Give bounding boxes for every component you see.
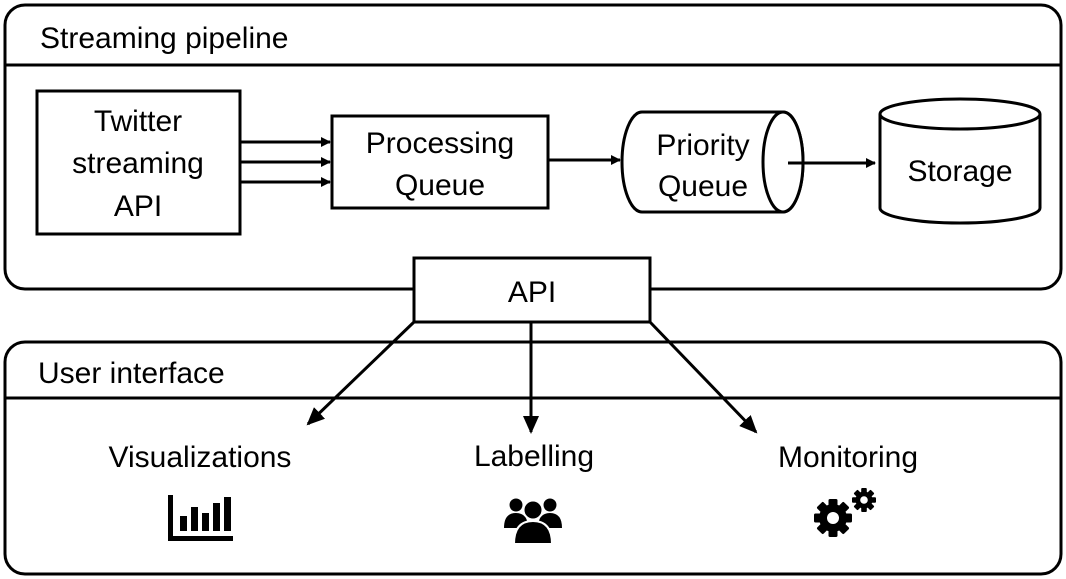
users-group-icon	[504, 498, 562, 545]
visualizations-label: Visualizations	[109, 441, 292, 474]
priority-queue-line-2: Queue	[658, 170, 748, 203]
arrow-api-to-visualizations	[306, 320, 416, 426]
priority-queue-node: Priority Queue	[620, 110, 805, 214]
api-label: API	[508, 276, 556, 309]
labelling-label: Labelling	[474, 440, 594, 473]
twitter-api-line-1: Twitter	[94, 105, 182, 138]
storage-label: Storage	[907, 155, 1012, 188]
processing-queue-box	[330, 114, 550, 210]
user-interface-frame	[3, 340, 1063, 576]
bar-chart-icon	[168, 495, 233, 541]
twitter-api-line-2: streaming	[72, 147, 204, 180]
processing-queue-node: Processing Queue	[330, 114, 550, 210]
monitoring-label: Monitoring	[778, 441, 918, 474]
api-box	[412, 256, 652, 324]
processing-queue-line-2: Queue	[395, 169, 485, 202]
api-node: API	[412, 256, 652, 324]
twitter-api-node: Twitter streaming API	[35, 89, 242, 236]
streaming-pipeline-title: Streaming pipeline	[40, 22, 288, 55]
processing-queue-line-1: Processing	[366, 127, 514, 160]
storage-body	[878, 114, 1042, 225]
twitter-api-line-3: API	[114, 190, 162, 223]
priority-queue-line-1: Priority	[656, 129, 749, 162]
gears-icon	[814, 488, 876, 537]
user-interface-title: User interface	[38, 357, 225, 390]
arrow-api-to-monitoring	[648, 320, 758, 434]
twitter-api-box	[35, 89, 242, 236]
storage-top-cap	[878, 97, 1042, 131]
user-interface-section: User interface	[3, 340, 1063, 576]
storage-node: Storage	[878, 97, 1042, 225]
